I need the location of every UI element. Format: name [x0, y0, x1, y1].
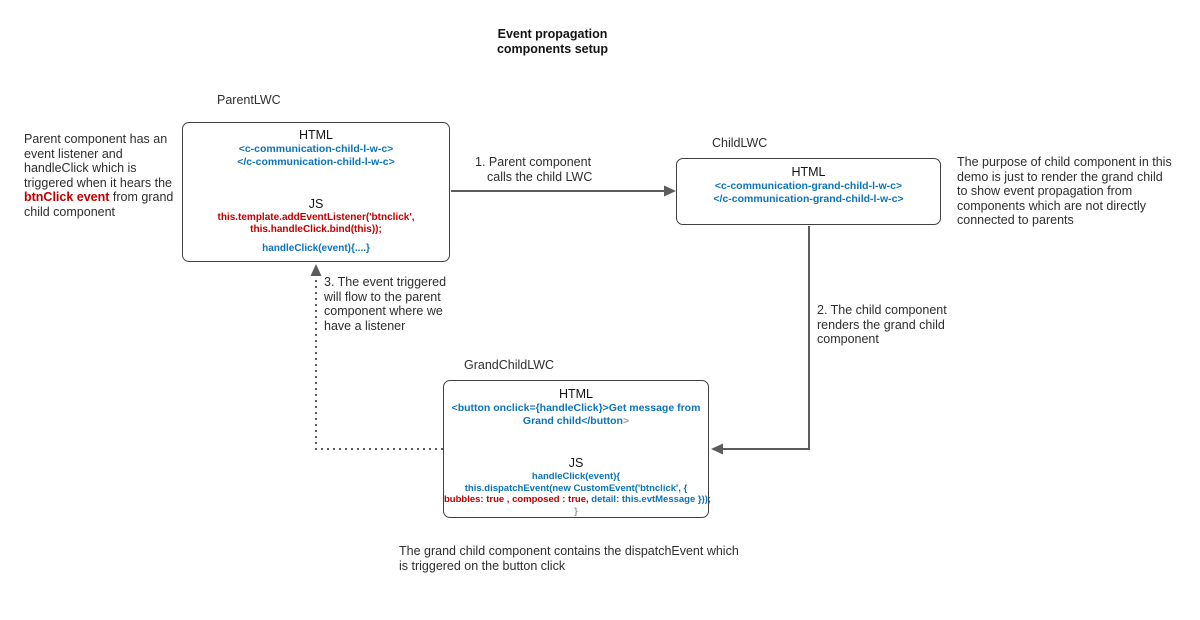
grandchild-js-code: handleClick(event){ this.dispatchEvent(n…	[444, 471, 712, 517]
grandchild-js-code-line2: this.dispatchEvent(new CustomEvent('btnc…	[464, 482, 688, 494]
parent-html-heading: HTML	[298, 128, 334, 142]
child-html-code-line2: </c-communication-grand-child-l-w-c>	[713, 193, 904, 205]
note-grandchild-dispatch: The grand child component contains the d…	[399, 544, 739, 573]
child-html-code-line1: <c-communication-grand-child-l-w-c>	[714, 180, 903, 192]
parent-lwc-box: HTML <c-communication-child-l-w-c> </c-c…	[182, 122, 450, 262]
note-parent-listener: Parent component has an event listener a…	[24, 132, 178, 219]
parent-html-code-line2: </c-communication-child-l-w-c>	[237, 156, 395, 168]
arrow-child-to-grandchild-head-icon	[711, 443, 723, 455]
arrow-grandchild-to-parent-dotted-line	[315, 276, 443, 450]
diagram-title-line1: Event propagation	[497, 27, 608, 41]
child-html-code: <c-communication-grand-child-l-w-c> </c-…	[677, 180, 940, 206]
grandchild-js-code-line3-red: bubbles: true , composed : true,	[444, 494, 589, 505]
diagram-title: Event propagation components setup	[430, 27, 675, 57]
child-lwc-box: HTML <c-communication-grand-child-l-w-c>…	[676, 158, 941, 225]
parent-js-handleclick: handleClick(event){....}	[262, 243, 370, 254]
diagram-title-line2: components setup	[496, 42, 609, 56]
note-parent-listener-text2: from grand child component	[24, 190, 174, 219]
parent-js-code-line1: this.template.addEventListener('btnclick…	[217, 212, 415, 223]
label-parent-lwc: ParentLWC	[217, 93, 281, 107]
label-grandchild-lwc: GrandChildLWC	[464, 358, 555, 372]
child-html-heading: HTML	[791, 165, 826, 179]
step1-annotation: 1. Parent component calls the child LWC	[475, 155, 593, 184]
grandchild-html-code: <button onclick={handleClick}>Get messag…	[444, 402, 708, 428]
grandchild-html-code-line2-blue: Grand child</button	[522, 415, 623, 427]
parent-js-code: this.template.addEventListener('btnclick…	[183, 212, 449, 236]
parent-html-code-line1: <c-communication-child-l-w-c>	[238, 143, 394, 155]
grandchild-html-code-line1: <button onclick={handleClick}>Get messag…	[451, 402, 701, 414]
grandchild-lwc-box: HTML <button onclick={handleClick}>Get m…	[443, 380, 712, 518]
note-child-purpose: The purpose of child component in this d…	[957, 155, 1172, 227]
grandchild-js-closing-brace: }	[574, 505, 578, 517]
step2-annotation: 2. The child component renders the grand…	[817, 303, 947, 346]
grandchild-js-code-line3-blue: detail: this.evtMessage }));	[588, 494, 712, 505]
parent-js-heading: JS	[308, 197, 324, 211]
grandchild-html-code-line2-gray: >	[622, 415, 630, 427]
parent-js-code-line2: this.handleClick.bind(this));	[250, 224, 382, 235]
step3-annotation: 3. The event triggered will flow to the …	[324, 275, 447, 333]
arrow-child-to-grandchild-line	[723, 226, 810, 450]
arrow-grandchild-to-parent-head-icon	[310, 264, 322, 276]
grandchild-js-code-line1: handleClick(event){	[531, 471, 621, 482]
grandchild-html-heading: HTML	[558, 387, 594, 401]
note-parent-listener-text1: Parent component has an event listener a…	[24, 132, 173, 190]
grandchild-js-heading: JS	[568, 456, 584, 470]
arrow-parent-to-child-head-icon	[664, 185, 676, 197]
note-parent-listener-highlight: btnClick event	[24, 190, 110, 204]
parent-html-code: <c-communication-child-l-w-c> </c-commun…	[183, 143, 449, 169]
grandchild-js-code-line3: bubbles: true , composed : true, detail:…	[444, 494, 712, 506]
label-child-lwc: ChildLWC	[712, 136, 768, 150]
grandchild-html-code-line2: Grand child</button>	[444, 415, 708, 428]
